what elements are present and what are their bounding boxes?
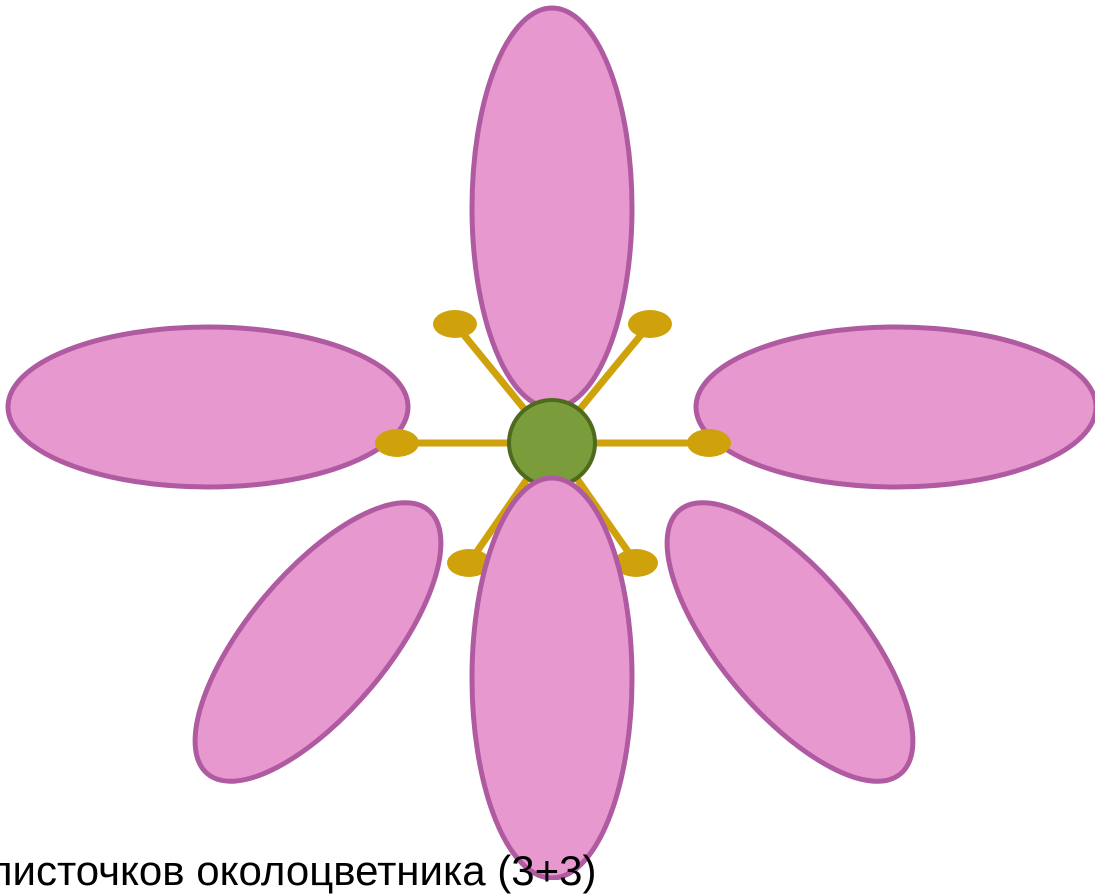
petal-top bbox=[472, 8, 632, 408]
petal-left bbox=[8, 327, 408, 487]
stamen-anther-left bbox=[375, 429, 419, 457]
stamen-anther-right bbox=[687, 429, 731, 457]
diagram-caption: листочков околоцветника (3+3) bbox=[0, 850, 597, 892]
petal-right bbox=[696, 327, 1095, 487]
stamen-anther-upper-left bbox=[433, 310, 477, 338]
petal-lower-left bbox=[154, 465, 482, 819]
petal-lower-right bbox=[626, 465, 954, 819]
pistil bbox=[509, 400, 595, 486]
petal-bottom bbox=[472, 478, 632, 878]
stamen-anther-upper-right bbox=[628, 310, 672, 338]
